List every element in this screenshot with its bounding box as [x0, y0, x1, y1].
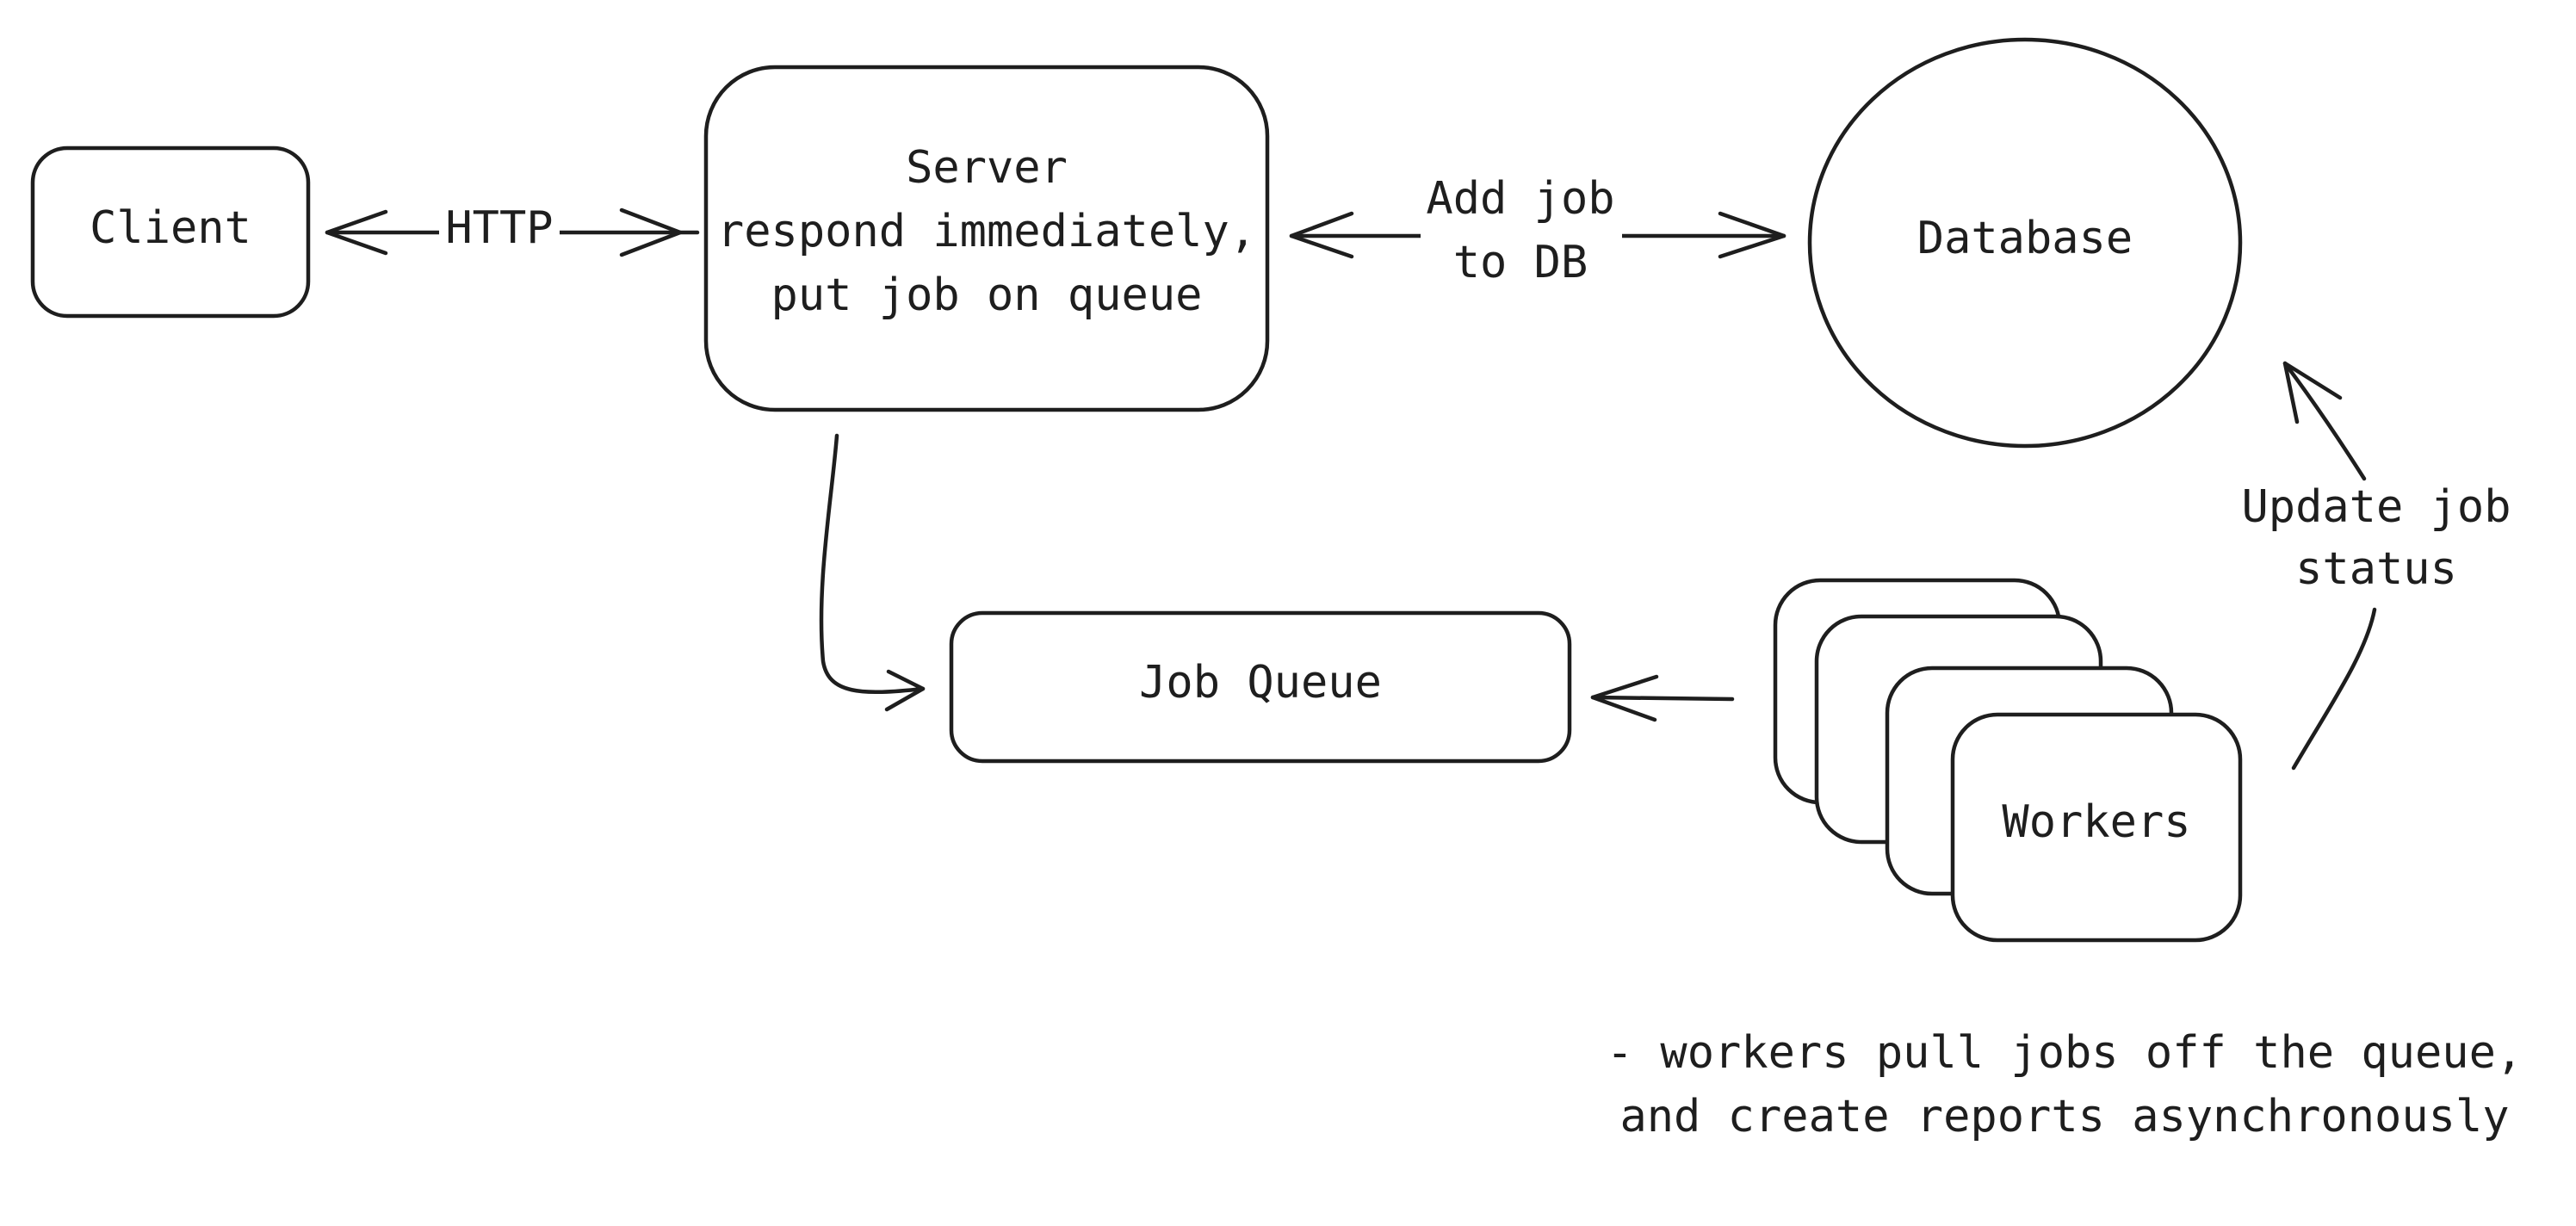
edge-workers-database-label-line2: status — [2295, 543, 2457, 595]
job-queue-box — [949, 610, 1572, 764]
client-node: Client — [30, 146, 311, 319]
edge-client-server-label: HTTP — [445, 202, 553, 254]
edge-workers-database-arrowhead — [2282, 361, 2343, 424]
edge-server-database-arrowhead-right — [1718, 211, 1786, 259]
database-node: Database — [1807, 37, 2243, 449]
workers-note-line2: and create reports asynchronously — [1619, 1091, 2509, 1142]
edge-workers-queue — [1590, 674, 1735, 722]
edge-workers-queue-line — [1590, 695, 1735, 702]
edge-server-database-arrowhead-left — [1289, 211, 1354, 259]
edge-server-queue — [819, 433, 926, 712]
client-label: Client — [90, 202, 251, 254]
database-circle — [1807, 37, 2243, 449]
job-queue-label: Job Queue — [1139, 657, 1382, 709]
workers-note: - workers pull jobs off the queue, and c… — [1607, 1027, 2523, 1142]
edge-client-server-arrowhead-right — [619, 207, 683, 257]
edge-workers-database: Update job status — [2241, 361, 2511, 771]
edge-server-database-label-line1: Add job — [1426, 173, 1614, 225]
edge-workers-queue-arrowhead — [1590, 674, 1659, 722]
edge-workers-database-line-lower — [2291, 607, 2377, 771]
workers-note-line1: - workers pull jobs off the queue, — [1607, 1027, 2523, 1079]
edge-server-queue-line — [819, 433, 926, 695]
server-node: Server respond immediately, put job on q… — [703, 65, 1270, 412]
server-line-queue: put job on queue — [771, 269, 1203, 321]
worker-card-front — [1950, 712, 2243, 943]
edge-workers-database-line-upper — [2282, 361, 2367, 481]
server-box — [703, 65, 1270, 412]
workers-label: Workers — [2002, 796, 2190, 848]
edge-server-queue-arrowhead — [884, 669, 926, 712]
edge-client-server-arrowhead-left — [325, 209, 388, 256]
server-title: Server — [906, 142, 1068, 194]
client-box — [30, 146, 311, 319]
edge-server-database-label-line2: to DB — [1453, 237, 1588, 288]
workers-node: Workers — [1773, 578, 2243, 943]
job-queue-node: Job Queue — [949, 610, 1572, 764]
server-line-respond: respond immediately, — [717, 206, 1256, 257]
edge-client-server: HTTP — [325, 202, 700, 260]
edge-server-database: Add job to DB — [1289, 170, 1786, 300]
edge-workers-database-label-line1: Update job — [2241, 481, 2511, 533]
database-label: Database — [1917, 213, 2133, 264]
